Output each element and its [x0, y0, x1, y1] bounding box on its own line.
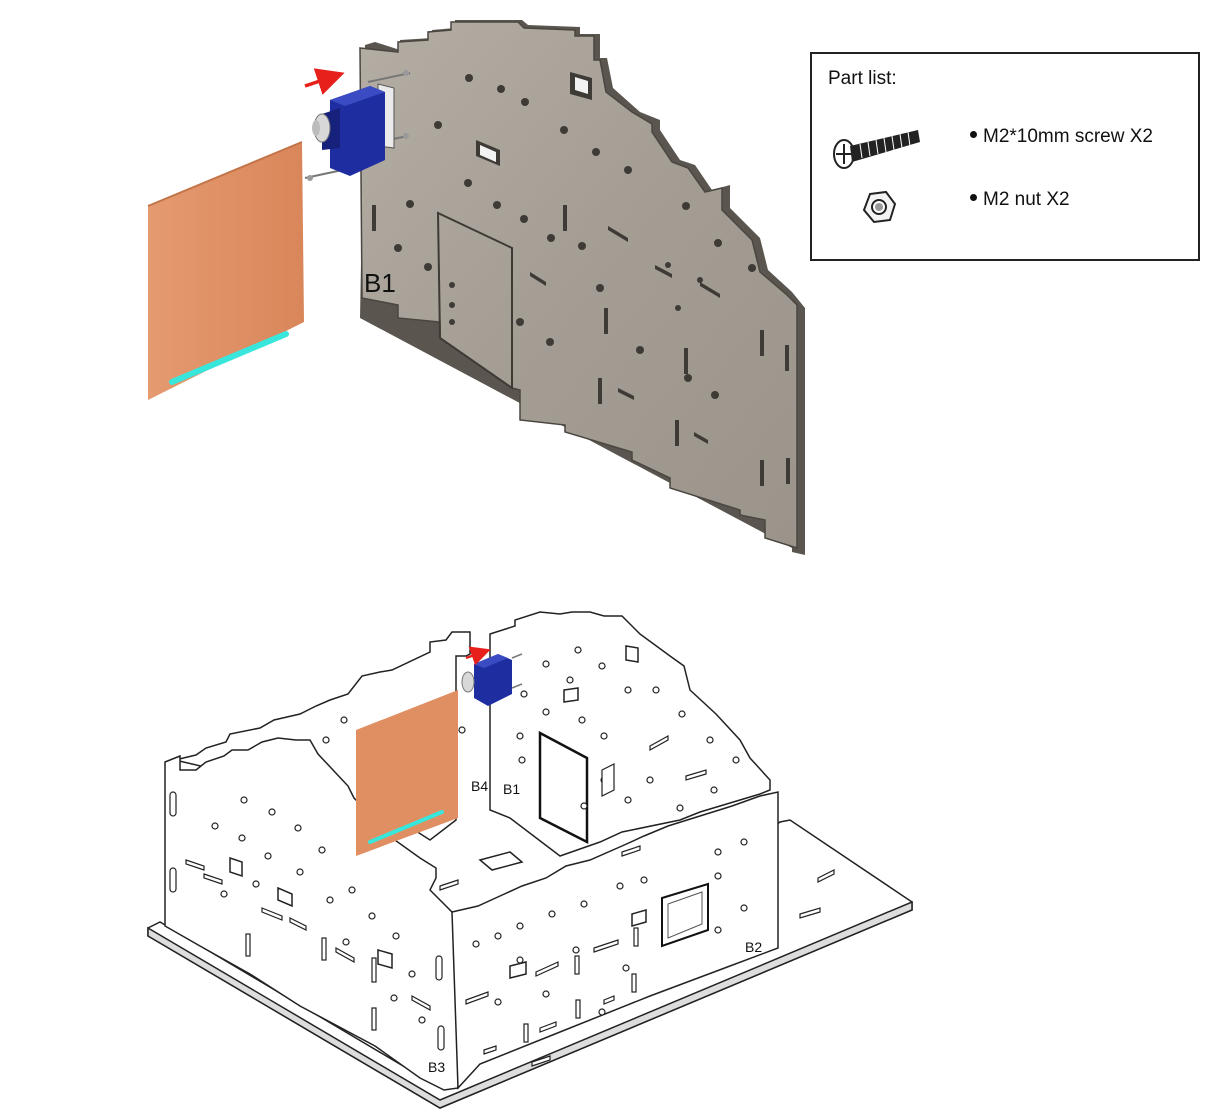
b1-holes	[394, 74, 756, 399]
bottom-b2-label: B2	[745, 939, 762, 955]
screw-icon	[833, 130, 920, 169]
part-list-item-nut: M2 nut X2	[970, 189, 1070, 211]
house-holes	[211, 646, 748, 1024]
top-flag	[147, 141, 304, 400]
bottom-b3-label: B3	[428, 1059, 445, 1075]
bottom-flag	[356, 690, 458, 856]
bottom-b1-label: B1	[503, 781, 520, 797]
bottom-arrow	[465, 646, 491, 666]
panel-b2	[451, 791, 779, 1090]
b1-slots	[372, 205, 790, 486]
bottom-b4-label: B4	[471, 778, 488, 794]
top-assembly: B1	[147, 20, 805, 555]
b1-door	[436, 211, 513, 390]
flag-stripe	[169, 331, 289, 385]
part-list-item-label: M2 nut X2	[983, 189, 1070, 210]
b1-windows	[476, 72, 592, 166]
house-windows	[229, 645, 647, 979]
house-slots	[169, 734, 835, 1067]
part-list-item-label: M2*10mm screw X2	[983, 126, 1153, 147]
top-b1-label: B1	[364, 268, 396, 298]
top-arrow	[304, 68, 345, 95]
nut-icon	[862, 190, 897, 224]
top-servo	[304, 70, 411, 181]
part-list-item-screw: M2*10mm screw X2	[970, 126, 1153, 148]
door-back	[538, 730, 589, 845]
bullet-icon	[970, 131, 977, 139]
part-list-box: Part list: M2*10mm screw X2 M2 nut X2	[810, 52, 1200, 261]
b1-panel	[359, 21, 798, 550]
bullet-icon	[970, 194, 977, 202]
part-list-title: Part list:	[828, 68, 897, 89]
bottom-assembly: B4 B1 B3 B2	[147, 611, 913, 1109]
